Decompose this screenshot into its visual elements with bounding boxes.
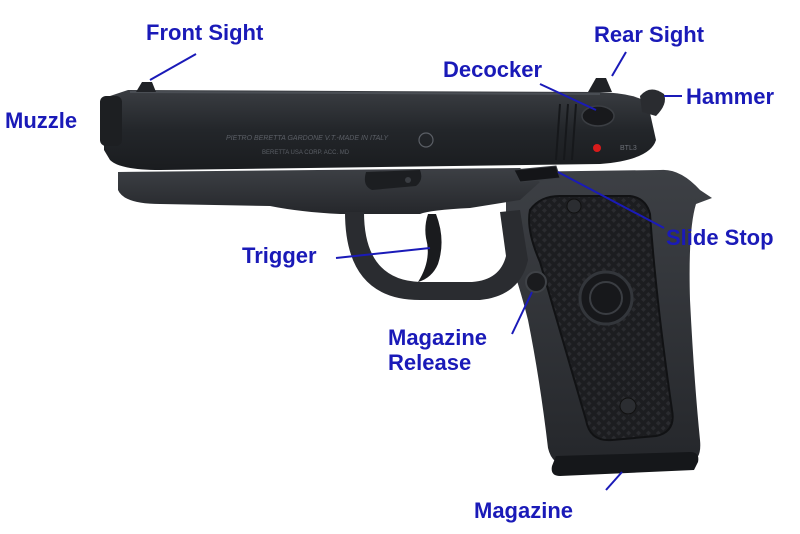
label-magazine-release-line1: Magazine — [388, 325, 488, 350]
magazine-release-button — [525, 271, 547, 293]
leader-decocker — [539, 83, 597, 111]
muzzle-face — [100, 96, 122, 146]
takedown-lever — [364, 170, 422, 190]
leader-rear-sight — [611, 51, 627, 77]
pistol-slide — [104, 90, 656, 170]
label-hammer: Hammer — [686, 84, 775, 109]
leader-magazine-release — [511, 291, 533, 335]
label-decocker: Decocker — [443, 57, 543, 82]
trigger-guard — [345, 210, 528, 300]
grip-screw-bottom — [619, 397, 637, 415]
front-sight — [136, 82, 156, 92]
leader-slide-stop — [557, 171, 665, 229]
slide-serial: BTL3 — [620, 145, 637, 152]
label-front-sight: Front Sight — [146, 20, 264, 45]
magazine-base — [551, 452, 699, 476]
label-magazine-release: Magazine Release — [388, 325, 487, 375]
slide-engraving-line1: PIETRO BERETTA GARDONE V.T.-MADE IN ITAL… — [226, 135, 390, 142]
slide-serrations — [555, 103, 577, 161]
slide-logo — [418, 132, 434, 148]
label-magazine: Magazine — [474, 498, 574, 523]
leader-lines — [149, 51, 682, 491]
grip-medallion — [578, 270, 634, 326]
leader-trigger — [335, 247, 431, 259]
label-slide-stop: Slide Stop — [666, 225, 774, 250]
decocker-dot — [593, 144, 601, 152]
label-magazine-release-line2: Release — [388, 350, 472, 375]
label-muzzle: Muzzle — [5, 108, 78, 133]
leader-front-sight — [149, 53, 197, 81]
rear-sight — [588, 78, 612, 92]
pistol-frame — [118, 168, 540, 214]
decocker-lever — [581, 105, 615, 127]
label-rear-sight: Rear Sight — [594, 22, 705, 47]
slide-engraving-line2: BERETTA USA CORP. ACC. MD — [262, 150, 350, 156]
leader-magazine — [605, 471, 623, 491]
hammer — [640, 89, 665, 116]
slide-stop-lever — [513, 165, 561, 183]
grip-screw-top — [566, 198, 582, 214]
label-trigger: Trigger — [242, 243, 317, 268]
